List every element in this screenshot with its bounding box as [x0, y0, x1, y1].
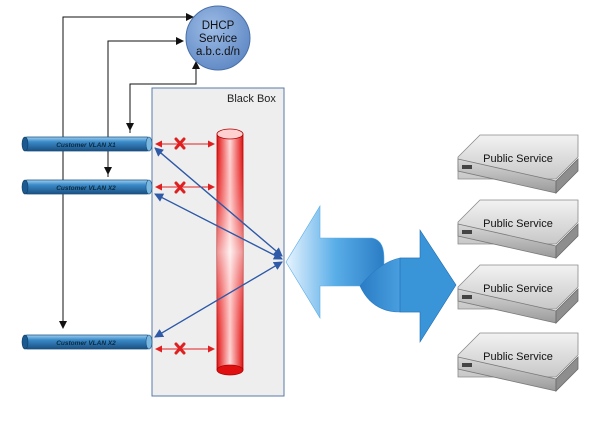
server-node: Public Service	[457, 264, 579, 324]
dhcp-line3: a.b.c.d/n	[196, 46, 240, 58]
server-drive-slot	[462, 363, 472, 367]
black-box-label: Black Box	[227, 93, 276, 105]
x-mark-icon	[174, 342, 186, 355]
big-bidirectional-arrow	[285, 204, 457, 344]
dhcp-line2: Service	[199, 33, 237, 45]
dhcp-link-vlan1-down	[126, 83, 196, 131]
blocked-links	[155, 140, 215, 353]
dhcp-links	[59, 13, 200, 329]
dhcp-line1: DHCP	[202, 20, 235, 32]
vlan-pipe-2: Customer VLAN X2	[21, 179, 153, 195]
vlan-pipe-3: Customer VLAN X2	[21, 334, 153, 350]
server-drive-slot	[462, 230, 472, 234]
red-cylinder-bus	[216, 128, 244, 376]
vlan-2-label: Customer VLAN X2	[56, 185, 116, 192]
vlan-1-label: Customer VLAN X1	[56, 142, 116, 149]
forward-links	[154, 147, 283, 338]
vlan-3-label: Customer VLAN X2	[56, 340, 116, 347]
server-label: Public Service	[483, 153, 553, 165]
server-label: Public Service	[483, 218, 553, 230]
server-node: Public Service	[457, 134, 579, 194]
server-drive-slot	[462, 295, 472, 299]
server-label: Public Service	[483, 351, 553, 363]
server-label: Public Service	[483, 283, 553, 295]
server-node: Public Service	[457, 332, 579, 392]
x-mark-icon	[174, 181, 186, 194]
dhcp-service-node: DHCP Service a.b.c.d/n	[185, 5, 251, 71]
vlan-pipe-1: Customer VLAN X1	[21, 136, 153, 152]
server-node: Public Service	[457, 199, 579, 259]
server-drive-slot	[462, 165, 472, 169]
x-mark-icon	[174, 137, 186, 150]
blocked-x-marks	[174, 137, 186, 355]
